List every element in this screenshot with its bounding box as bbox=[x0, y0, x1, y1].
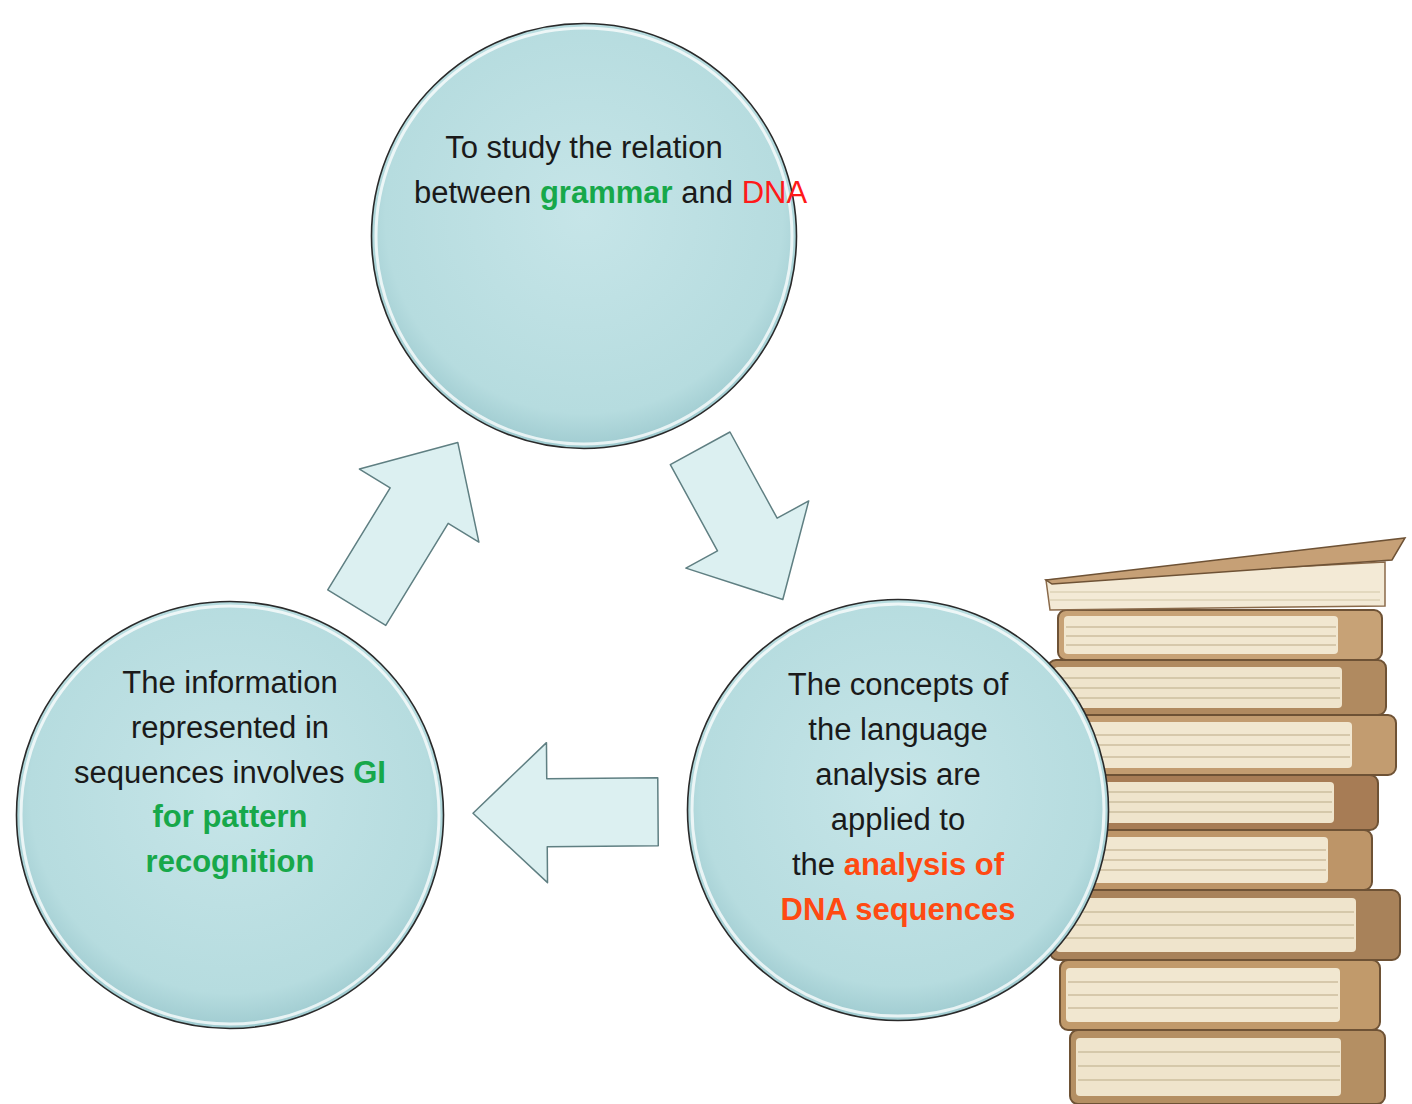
page-lines bbox=[1060, 735, 1350, 757]
circle-node: The information represented in sequences… bbox=[15, 600, 445, 1030]
node-text: To study the relation betweengrammarandD… bbox=[414, 126, 754, 216]
book-pages bbox=[1066, 968, 1340, 1022]
circle-rim bbox=[21, 606, 439, 1024]
book bbox=[1060, 960, 1380, 1030]
node-text: The concepts of the language analysis ar… bbox=[762, 663, 1034, 933]
book-pages bbox=[1054, 667, 1342, 708]
book-cover bbox=[1070, 1030, 1385, 1104]
body-text: and bbox=[681, 175, 733, 210]
book bbox=[1062, 830, 1372, 890]
book-pages bbox=[1064, 616, 1338, 654]
block-arrow bbox=[473, 743, 658, 883]
circle-node: The concepts of the language analysis ar… bbox=[686, 598, 1110, 1022]
book-pages bbox=[1076, 1038, 1341, 1096]
node-text: The information represented in sequences… bbox=[65, 661, 395, 886]
body-text: The information represented in sequences… bbox=[74, 665, 345, 790]
circle-outline bbox=[17, 602, 444, 1029]
book-cover bbox=[1050, 890, 1400, 960]
page-lines bbox=[1050, 592, 1380, 600]
page-lines bbox=[1078, 1052, 1340, 1080]
page-lines bbox=[1068, 982, 1338, 1008]
highlight-term: grammar bbox=[540, 175, 673, 210]
circle-rim bbox=[376, 28, 792, 444]
block-arrow bbox=[328, 442, 479, 625]
book-cover bbox=[1062, 830, 1372, 890]
circle-node: To study the relation betweengrammarandD… bbox=[370, 22, 798, 450]
book bbox=[1048, 660, 1386, 715]
page-lines bbox=[1070, 850, 1326, 870]
book-pages bbox=[1056, 898, 1356, 952]
book-cover bbox=[1060, 960, 1380, 1030]
book-cover bbox=[1058, 610, 1382, 660]
book-pages bbox=[1068, 837, 1328, 883]
book-cover bbox=[1048, 660, 1386, 715]
page-lines bbox=[1056, 678, 1340, 698]
book bbox=[1050, 890, 1400, 960]
body-text: DNA bbox=[742, 175, 807, 210]
circle-outline bbox=[372, 24, 797, 449]
block-arrow bbox=[670, 432, 808, 599]
open-book bbox=[1046, 538, 1405, 610]
circle-outline bbox=[688, 600, 1109, 1021]
page-lines bbox=[1058, 912, 1354, 938]
book bbox=[1058, 610, 1382, 660]
circle-shape bbox=[370, 22, 798, 450]
book bbox=[1070, 1030, 1385, 1104]
page-lines bbox=[1066, 627, 1336, 645]
book-cover bbox=[1046, 538, 1405, 584]
circle-rim bbox=[692, 604, 1104, 1016]
